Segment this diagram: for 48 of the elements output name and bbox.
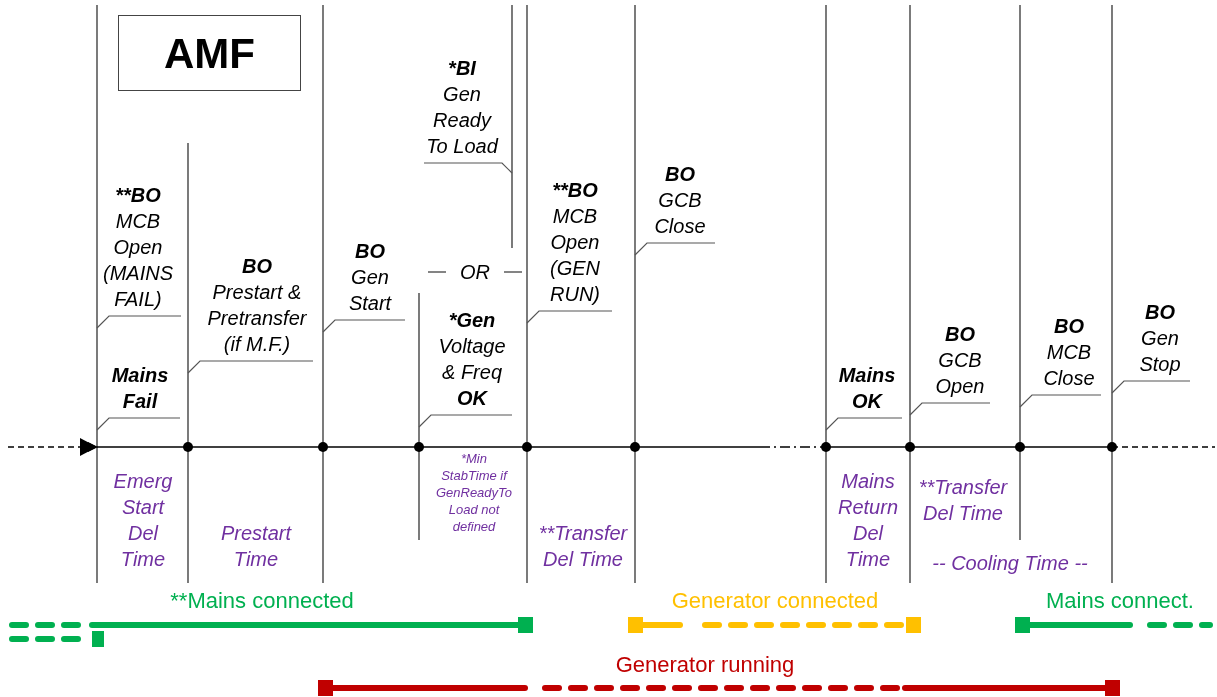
title-box: AMF — [118, 15, 301, 91]
period-label: Prestart Time — [220, 521, 293, 572]
or-label: OR — [459, 260, 491, 285]
event-line — [187, 142, 189, 584]
event-line — [526, 4, 528, 584]
leader-line — [1019, 394, 1102, 408]
leader-line — [526, 310, 613, 324]
event-label: BO GCB Open — [930, 321, 990, 399]
event-line — [909, 4, 911, 584]
event-line — [418, 292, 420, 541]
event-label: *Gen Voltage & Freq OK — [432, 307, 512, 411]
event-label: Mains OK — [832, 362, 902, 414]
event-line — [825, 4, 827, 584]
event-label: Mains Fail — [100, 362, 180, 414]
event-label: BO Prestart & Pretransfer (if M.F.) — [201, 253, 313, 357]
state-label: **Mains connected — [169, 587, 355, 615]
period-label: Emerg Start Del Time — [112, 469, 174, 572]
leader-line — [634, 242, 716, 256]
event-line — [96, 4, 98, 584]
leader-line — [909, 402, 991, 416]
leader-line — [1111, 380, 1191, 394]
leader-line — [322, 319, 406, 333]
event-line — [322, 4, 324, 584]
state-label: Mains connect. — [1045, 587, 1195, 615]
leader-line — [825, 417, 903, 431]
period-label: -- Cooling Time -- — [931, 551, 1089, 576]
event-label: *BI Gen Ready To Load — [424, 55, 500, 159]
state-label: Generator connected — [670, 587, 880, 615]
leader-line — [418, 414, 513, 428]
period-label: Mains Return Del Time — [837, 469, 899, 572]
event-label: **BO MCB Open (MAINS FAIL) — [95, 182, 181, 312]
event-label: BO Gen Start — [335, 238, 405, 316]
leader-line — [96, 417, 181, 431]
event-label: BO GCB Close — [645, 161, 715, 239]
event-line — [1111, 4, 1113, 584]
note-text: *Min StabTime if GenReadyTo Load not defined — [434, 450, 514, 535]
event-label: BO Gen Stop — [1130, 299, 1190, 377]
leader-line — [96, 315, 182, 329]
leader-line — [187, 360, 314, 374]
state-label: Generator running — [614, 651, 796, 679]
event-line — [634, 4, 636, 584]
period-label: **Transfer Del Time — [917, 475, 1009, 526]
event-line — [1019, 4, 1021, 541]
leader-line — [423, 162, 513, 174]
event-label: BO MCB Close — [1037, 313, 1101, 391]
event-label: **BO MCB Open (GEN RUN) — [538, 177, 612, 307]
event-line — [511, 4, 513, 249]
period-label: **Transfer Del Time — [537, 521, 629, 572]
